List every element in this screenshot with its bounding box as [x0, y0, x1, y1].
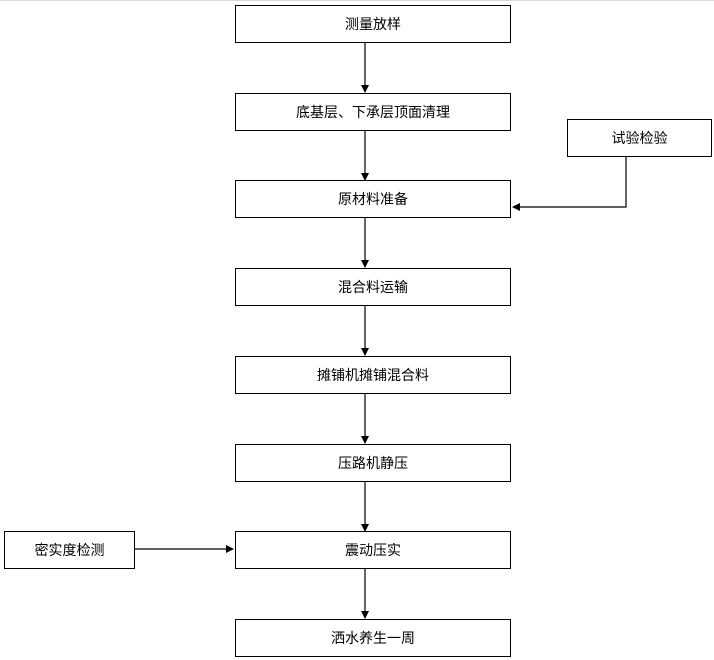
- step-vibration-compaction: 震动压实: [235, 531, 511, 569]
- side-label: 试验检验: [611, 131, 668, 147]
- step-label: 原材料准备: [338, 192, 408, 208]
- step-water-curing: 洒水养生一周: [235, 619, 511, 657]
- step-label: 摊铺机摊铺混合料: [317, 368, 429, 384]
- step-label: 压路机静压: [338, 456, 408, 472]
- step-label: 混合料运输: [338, 280, 408, 296]
- side-test-inspection: 试验检验: [567, 119, 712, 157]
- step-paving: 摊铺机摊铺混合料: [235, 356, 511, 394]
- arrow-test-to-materials: [512, 156, 627, 211]
- step-static-rolling: 压路机静压: [235, 444, 511, 482]
- step-mixture-transport: 混合料运输: [235, 268, 511, 306]
- step-label: 测量放样: [345, 17, 401, 33]
- side-label: 密实度检测: [34, 543, 105, 559]
- step-base-cleaning: 底基层、下承层顶面清理: [235, 93, 511, 131]
- step-label: 洒水养生一周: [331, 631, 415, 647]
- side-density-testing: 密实度检测: [4, 531, 135, 569]
- step-material-preparation: 原材料准备: [235, 180, 511, 218]
- step-label: 底基层、下承层顶面清理: [296, 105, 450, 121]
- top-divider: [0, 0, 714, 1]
- step-label: 震动压实: [345, 543, 401, 559]
- step-survey-layout: 测量放样: [235, 5, 511, 43]
